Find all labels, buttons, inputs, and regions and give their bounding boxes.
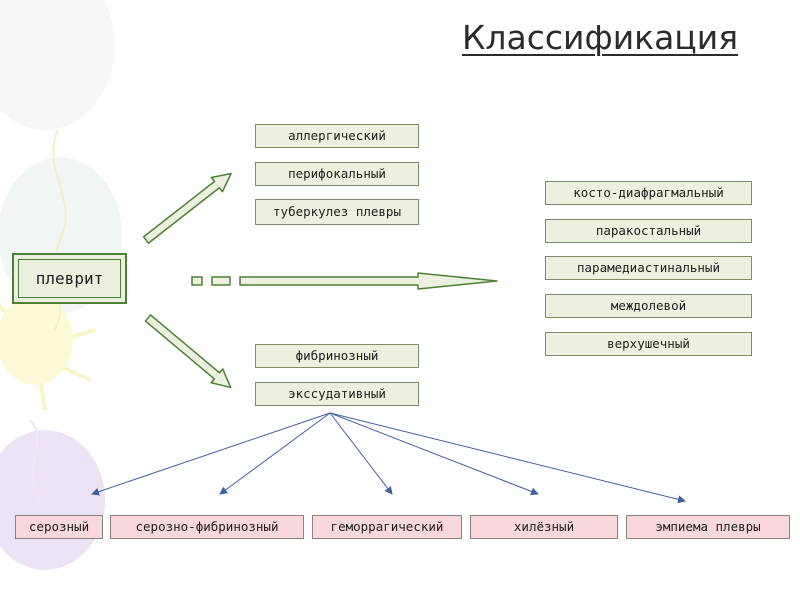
- box-empyema: эмпиема плевры: [626, 515, 790, 539]
- arrow-to-lower-group: [144, 314, 232, 389]
- balloon-decor-top: [0, 0, 115, 130]
- fan-line-2: [219, 412, 331, 495]
- balloon-decor-yellow: [0, 295, 73, 385]
- arrow-to-upper-group: [142, 172, 232, 244]
- fan-lines: [91, 412, 686, 504]
- root-node: плеврит: [12, 253, 127, 304]
- box-exudative: экссудативный: [255, 382, 419, 406]
- box-paramediastinal: парамедиастинальный: [545, 256, 752, 280]
- box-paracostal: паракостальный: [545, 219, 752, 243]
- box-tuberculous: туберкулез плевры: [255, 199, 419, 225]
- box-fibrinous: фибринозный: [255, 344, 419, 368]
- box-allergic: аллергический: [255, 124, 419, 148]
- balloon-string-decor-2: [29, 419, 41, 501]
- arrow-to-right-group: [191, 272, 498, 290]
- arrow-dash-2: [211, 276, 231, 286]
- box-costo-diaphragmatic: косто-диафрагмальный: [545, 181, 752, 205]
- box-perifocal: перифокальный: [255, 162, 419, 186]
- fan-line-1: [91, 412, 331, 496]
- box-interlobar: междолевой: [545, 294, 752, 318]
- box-serofibrinous: серозно-фибринозный: [110, 515, 304, 539]
- box-hemorrhagic: геморрагический: [312, 515, 462, 539]
- box-serous: серозный: [15, 515, 103, 539]
- fan-line-4: [329, 412, 539, 496]
- arrow-dash-1: [191, 276, 203, 286]
- box-chylous: хилёзный: [470, 515, 618, 539]
- fan-line-3: [329, 412, 393, 495]
- box-apical: верхушечный: [545, 332, 752, 356]
- page-title: Классификация: [462, 18, 739, 57]
- root-node-label: плеврит: [18, 259, 121, 298]
- fan-line-5: [329, 412, 686, 504]
